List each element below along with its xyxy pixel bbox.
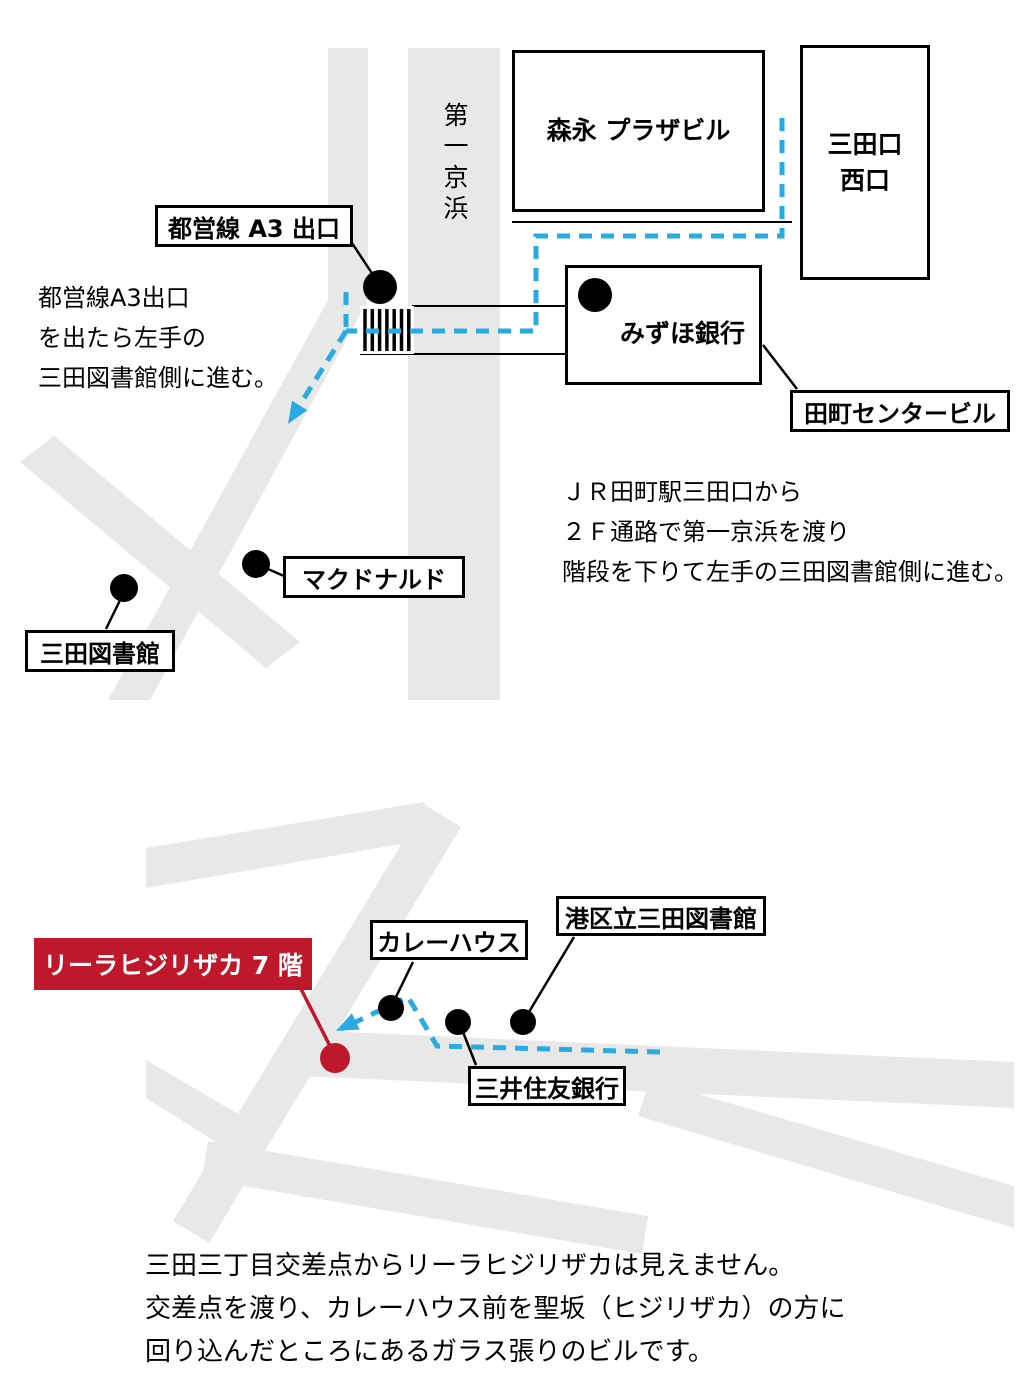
poi-dot-mcdonalds: [242, 550, 270, 578]
leader-line-leela: [299, 988, 335, 1053]
crosswalk: [360, 306, 414, 354]
tag-tamachi-center-building: 田町センタービル: [790, 390, 1010, 432]
note-line: 三田図書館側に進む。: [38, 364, 278, 392]
note-line: 階段を下りて左手の三田図書館側に進む。: [562, 558, 1018, 586]
note-bottom-directions: 三田三丁目交差点からリーラヒジリザカは見えません。 交差点を渡り、カレーハウス前…: [145, 1245, 845, 1374]
note-jr-route: ＪＲ田町駅三田口から ２Ｆ通路で第一京浜を渡り 階段を下りて左手の三田図書館側に…: [562, 472, 1018, 592]
road-diagonal-street: [108, 48, 368, 700]
building-station-mitaguchi: 三田口 西口: [800, 45, 930, 280]
tag-leela-hijirizaka: リーラヒジリザカ 7 階: [34, 938, 312, 990]
note-line: 三田三丁目交差点からリーラヒジリザカは見えません。: [145, 1251, 795, 1281]
route-dashed-main: [346, 118, 785, 334]
poi-dot-toei-a3-exit: [363, 270, 397, 304]
building-mizuho-label: みずほ銀行: [620, 319, 746, 348]
poi-dot-leela-destination: [320, 1043, 350, 1073]
tag-curry-house: カレーハウス: [370, 920, 528, 960]
road-northeast: [146, 802, 436, 888]
route-bottom: [336, 993, 661, 1055]
poi-dot-curry-house: [378, 995, 404, 1021]
station-exit-label-line2: 西口: [839, 165, 890, 195]
tag-minato-mita-library: 港区立三田図書館: [556, 896, 766, 936]
route-arrowhead-bottom: [336, 1013, 360, 1031]
tag-mcdonalds: マクドナルド: [283, 556, 465, 598]
note-line: を出たら左手の: [38, 324, 206, 352]
poi-dot-mita-library: [110, 574, 138, 602]
building-morinaga-plaza: 森永 プラザビル: [512, 50, 765, 212]
poi-dot-mizuho-bank: [578, 278, 612, 312]
station-exit-label-line1: 三田口: [827, 129, 903, 159]
route-arrowhead-top: [288, 400, 308, 424]
route-top: [288, 118, 785, 424]
poi-dots-top: [110, 270, 612, 602]
note-line: ＪＲ田町駅三田口から: [562, 478, 802, 506]
connector-tamachi-center: [762, 344, 798, 390]
note-line: 交差点を渡り、カレーハウス前を聖坂（ヒジリザカ）の方に: [145, 1294, 846, 1324]
tag-smbc-bank: 三井住友銀行: [468, 1066, 626, 1106]
route-dashed-bottom: [339, 993, 661, 1055]
connector-minato-library: [524, 936, 576, 1018]
tag-toei-a3-exit: 都営線 A3 出口: [155, 205, 353, 247]
tag-mita-library: 三田図書館: [25, 630, 175, 672]
road-left-stub: [146, 1060, 252, 1152]
poi-dot-smbc: [445, 1009, 471, 1035]
note-line: ２Ｆ通路で第一京浜を渡り: [562, 518, 850, 546]
road-fork-southeast: [638, 1080, 1014, 1228]
street-label-daiichi-keihin: 第一京浜: [440, 102, 469, 226]
note-line: 都営線A3出口: [38, 284, 190, 312]
road-cross-street: [20, 436, 300, 668]
poi-dot-minato-library: [510, 1009, 536, 1035]
connectors-top: [104, 242, 798, 630]
road-lower-diagonal: [202, 1141, 648, 1254]
note-line: 回り込んだところにあるガラス張りのビルです。: [145, 1337, 714, 1367]
building-morinaga-label: 森永 プラザビル: [546, 116, 731, 145]
route-dashed-turn: [288, 329, 349, 421]
poi-dots-bottom: [378, 995, 536, 1035]
note-toei-exit: 都営線A3出口 を出たら左手の 三田図書館側に進む。: [38, 278, 278, 398]
